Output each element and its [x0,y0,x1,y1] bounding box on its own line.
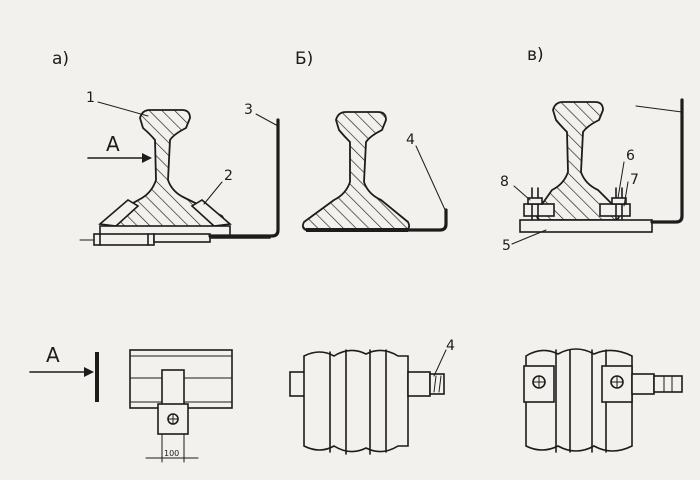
conductor-4-top [404,208,448,232]
label-7: 7 [630,172,639,188]
cable-end-c [653,375,683,393]
clamp-right-c [599,203,631,217]
panel-c-label: в) [527,45,544,65]
label-5: 5 [502,238,511,254]
panel-a-label: а) [52,49,69,69]
stub-right-c [631,373,655,395]
conductor-3 [208,118,280,238]
clamp-left-c [523,203,555,217]
label-2: 2 [224,168,233,184]
dimension-label: 100 [164,449,179,458]
plan-view-c [523,348,683,453]
rail-profile-c [535,101,621,221]
cable-lug-a [153,233,211,243]
rail-profile-b [301,111,411,231]
terminal-bolt-a [93,233,155,246]
label-1: 1 [86,90,95,106]
cable-end-b [429,373,445,395]
rail-strip-plan-b [303,349,409,453]
panel-b-label: Б) [295,49,313,69]
stub-right-b [407,371,431,397]
panel-b-section: Б) 4 [295,49,448,232]
label-6: 6 [626,148,635,164]
conductor-c [650,98,684,224]
plan-view-a: А 100 [29,343,233,463]
terminal-plan-a [157,403,189,435]
label-3: 3 [244,102,253,118]
panel-a-section: а) 1 2 3 А [52,49,280,246]
view-letter-bottom: А [46,343,60,367]
label-8: 8 [500,174,509,190]
rail-profile-a [107,109,225,229]
panel-c-section: в) 6 7 8 5 [500,45,684,254]
label-4-top: 4 [406,132,415,148]
plan-view-b: 4 [289,338,455,455]
base-plate-5 [519,219,653,233]
view-letter-top: А [106,132,120,156]
label-4-bottom: 4 [446,338,455,354]
